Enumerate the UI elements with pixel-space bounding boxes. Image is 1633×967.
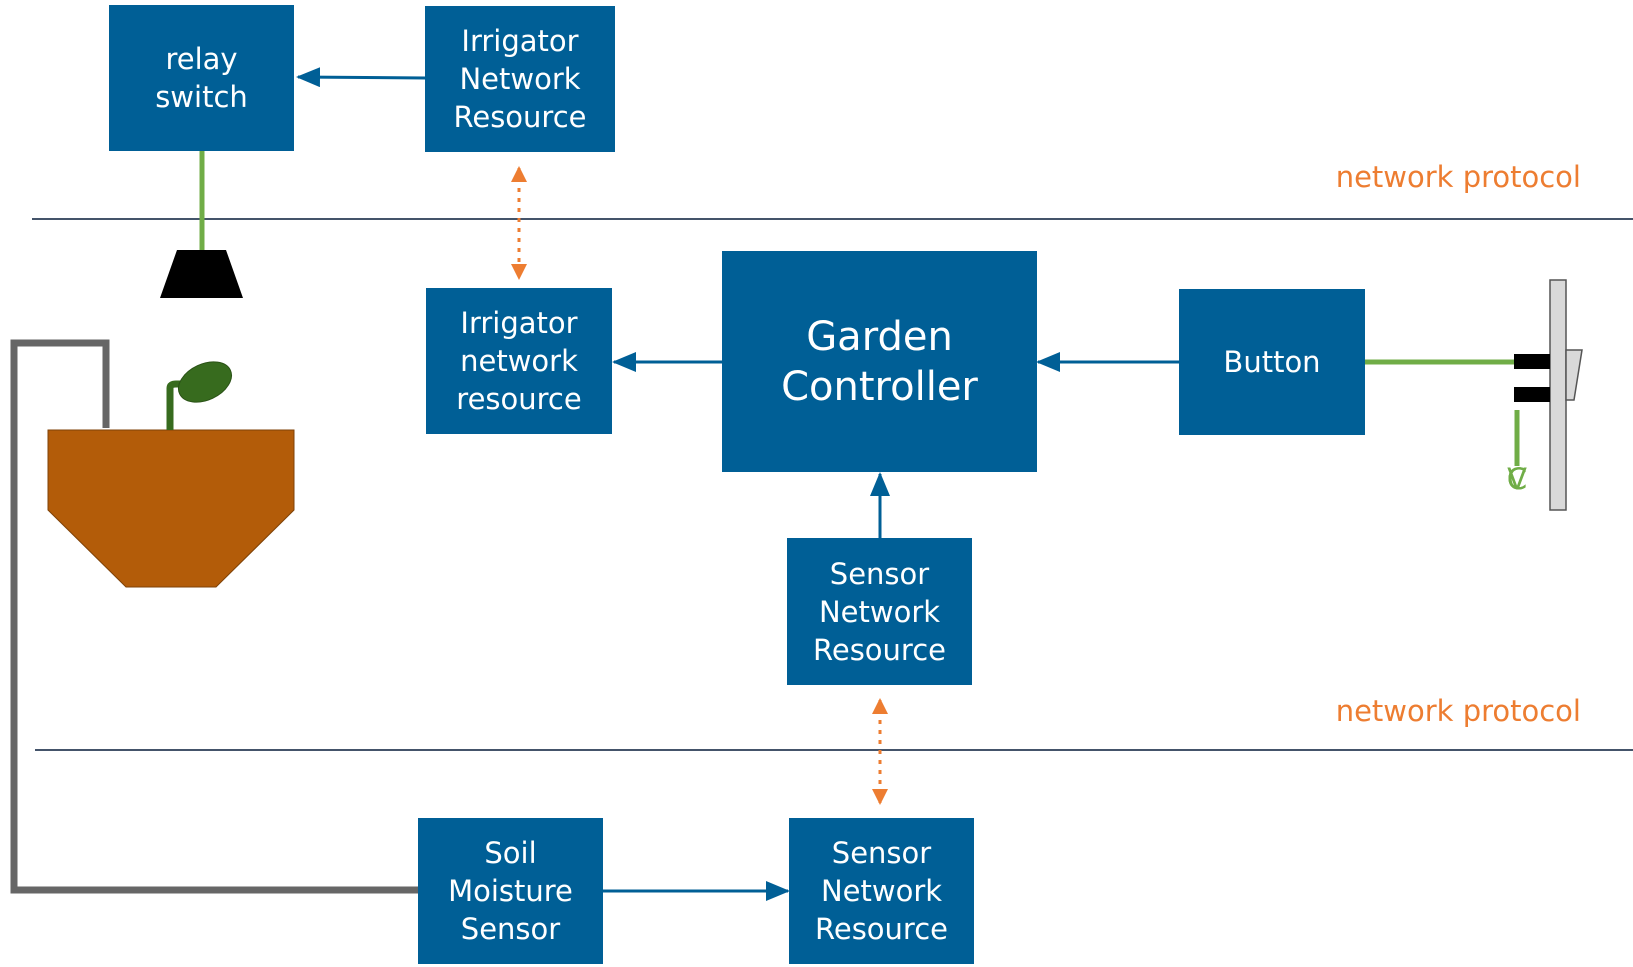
garden-controller-label: Garden Controller [781,313,978,410]
button-label: Button [1223,345,1321,379]
pipe-icon [10,339,418,894]
network-protocol-label-top: network protocol [1335,160,1581,194]
relay-switch-label: relay switch [155,42,248,114]
seedling-icon [166,361,232,430]
sensor-network-resource-bottom-box: Sensor Network Resource [789,818,974,964]
arrow-irrigator-to-relay [296,67,427,88]
sprinkler-icon [160,250,243,298]
plant-pot-icon [47,429,295,588]
garden-controller-box: Garden Controller [722,251,1037,472]
sensor-network-resource-bottom-label: Sensor Network Resource [815,836,948,946]
sensor-network-resource-mid-label: Sensor Network Resource [813,556,946,667]
irrigator-network-resource-top-label: Irrigator Network Resource [453,24,587,134]
vcc-letter: C [1506,462,1528,496]
soil-moisture-sensor-box: Soil Moisture Sensor [418,818,603,964]
wall-switch-icon [1514,279,1583,511]
irrigator-network-resource-mid-label: Irrigator network resource [456,306,582,416]
network-protocol-label-bottom: network protocol [1335,694,1581,728]
button-box: Button [1179,289,1365,435]
vcc-letter: C [1506,462,1528,496]
vcc-letter: V [1507,462,1527,496]
soil-moisture-sensor-label: Soil Moisture Sensor [448,836,573,946]
relay-switch-box: relay switch [109,5,294,151]
irrigator-network-resource-top-box: Irrigator Network Resource [425,6,615,152]
irrigator-network-resource-mid-box: Irrigator network resource [426,288,612,434]
sensor-network-resource-mid-box: Sensor Network Resource [787,538,972,685]
